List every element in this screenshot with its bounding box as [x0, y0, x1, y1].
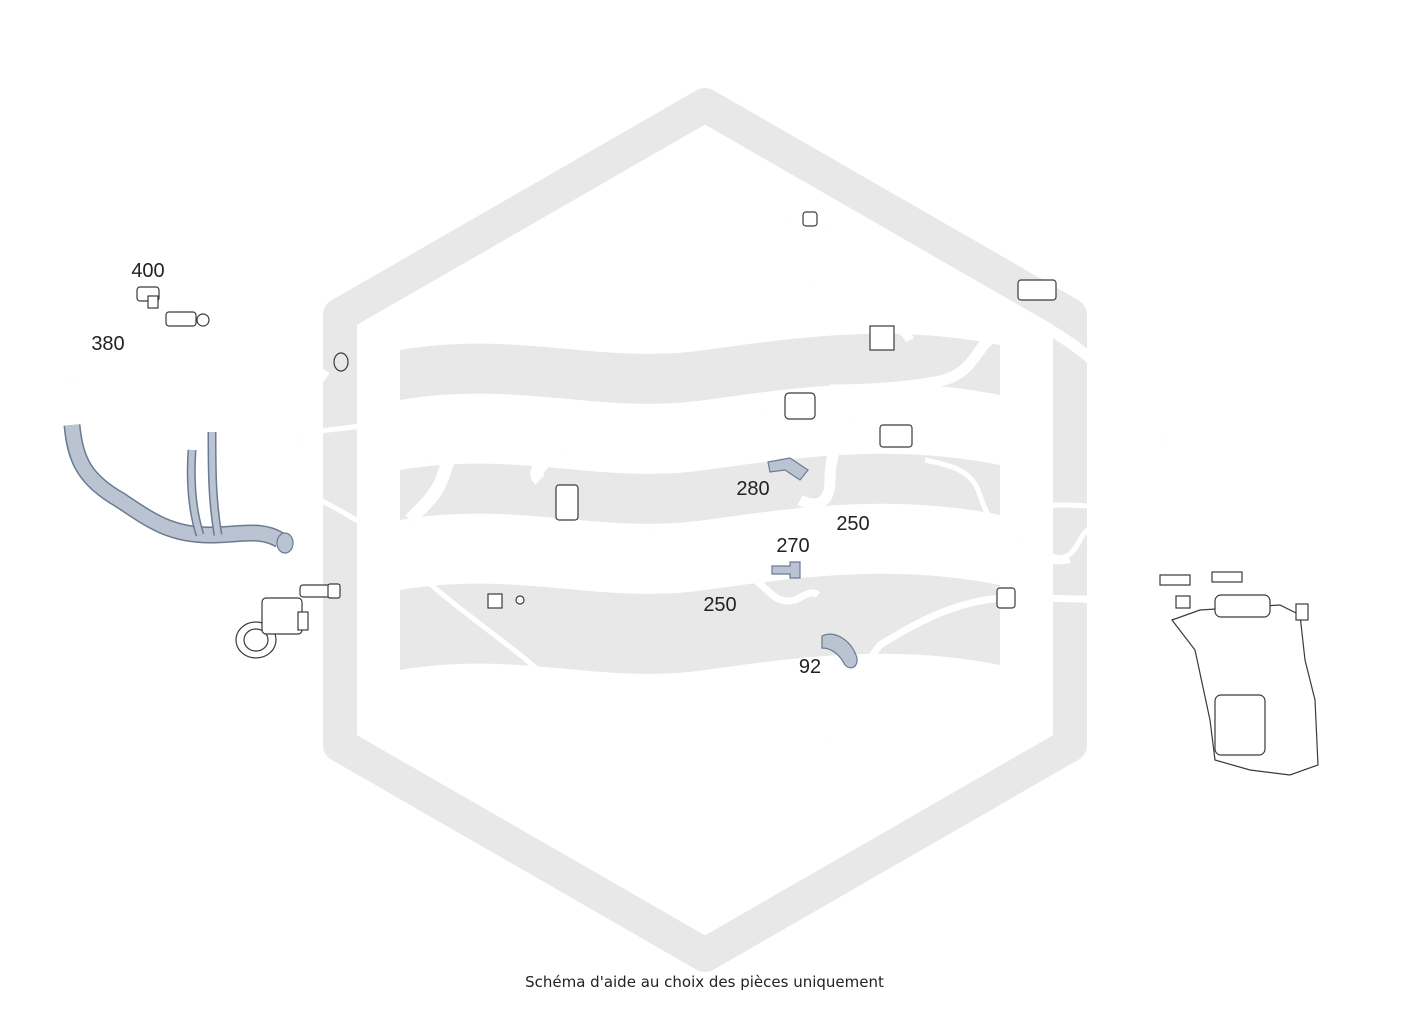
hose-250-upper	[784, 392, 913, 510]
callout-270: 270	[776, 535, 809, 557]
hose-long-lower	[299, 422, 801, 773]
expansion-tank	[1171, 594, 1319, 776]
callout-380: 380	[91, 333, 124, 355]
callout-250-upper: 250	[836, 513, 869, 535]
valve-400	[136, 286, 160, 309]
screw-270	[771, 561, 801, 579]
hose-upper-left	[231, 311, 349, 396]
hose-center-corrugated	[405, 418, 579, 525]
hose-upper-right	[765, 211, 915, 351]
clip-280	[767, 457, 809, 481]
clip-92	[821, 633, 858, 669]
callout-400: 400	[131, 260, 164, 282]
hose-250-lower	[649, 523, 821, 605]
logo-watermark	[323, 88, 1087, 972]
hose-right-loop	[924, 457, 1243, 586]
callout-labels: 400 380 280 250 270 250 92	[91, 260, 869, 678]
hose-long-right	[822, 587, 1191, 742]
hose-right-corrugated	[829, 279, 1169, 445]
diagram-caption: Schéma d'aide au choix des pièces unique…	[525, 973, 884, 991]
straight-tube	[564, 411, 766, 459]
clip-small	[487, 593, 525, 609]
coolant-pipe-highlighted	[63, 424, 294, 554]
callout-250-lower: 250	[703, 594, 736, 616]
callout-92: 92	[799, 656, 821, 678]
callout-280: 280	[736, 478, 769, 500]
hose-380	[67, 311, 210, 384]
water-pump	[235, 583, 341, 659]
